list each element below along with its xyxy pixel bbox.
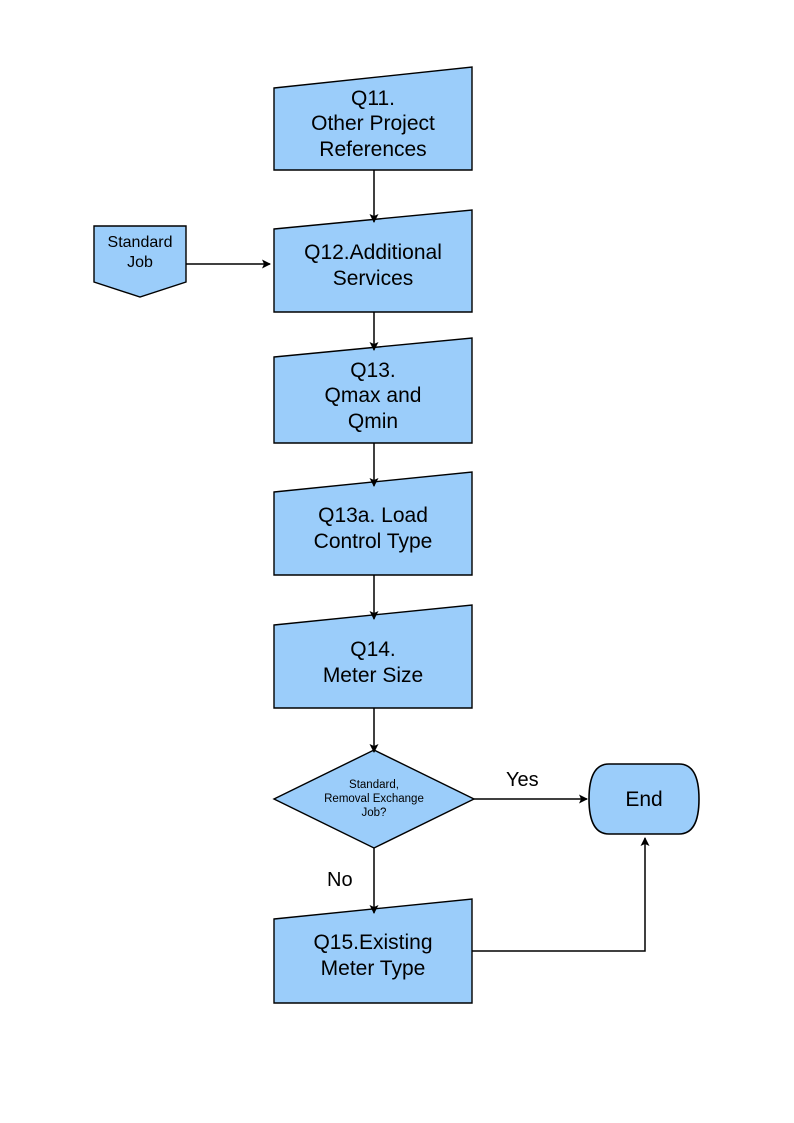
node-q14[interactable] [273, 604, 473, 709]
node-q12[interactable] [273, 209, 473, 313]
node-standard-job[interactable] [93, 225, 187, 298]
edge-label-no: No [327, 869, 353, 891]
edge-label-yes: Yes [506, 769, 539, 791]
node-end[interactable] [588, 763, 700, 835]
node-q15[interactable] [273, 898, 473, 1004]
edge-q15-end [472, 837, 650, 952]
node-q13[interactable] [273, 337, 473, 444]
node-q11[interactable] [273, 66, 473, 171]
node-q13a[interactable] [273, 471, 473, 576]
node-decision[interactable] [272, 749, 476, 849]
